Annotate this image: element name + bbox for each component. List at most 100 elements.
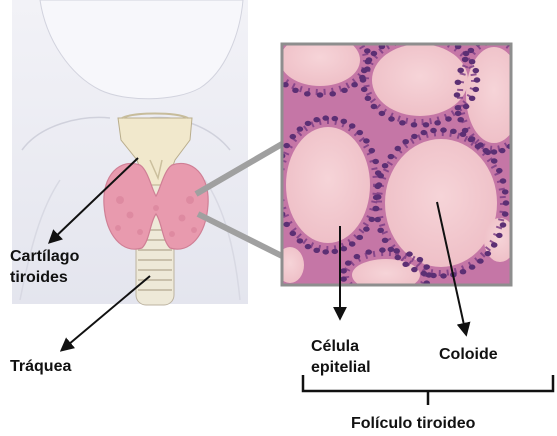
cell-nucleus — [423, 33, 430, 38]
cell-nucleus — [269, 66, 276, 71]
cell-nucleus — [411, 134, 418, 139]
cell-nucleus — [292, 27, 299, 32]
cell-nucleus — [520, 57, 527, 62]
cell-nucleus — [382, 163, 389, 168]
label-celula-line1: Célula — [311, 336, 371, 357]
cell-nucleus — [402, 139, 409, 144]
cell-nucleus — [454, 92, 461, 97]
cell-nucleus — [341, 27, 348, 32]
cell-nucleus — [373, 206, 380, 211]
cell-nucleus — [354, 291, 361, 296]
label-celula-line2: epitelial — [311, 357, 371, 378]
cell-nucleus — [283, 222, 290, 227]
cell-nucleus — [500, 222, 507, 227]
cell-nucleus — [332, 249, 339, 254]
cell-nucleus — [469, 136, 476, 141]
cell-nucleus — [357, 130, 364, 135]
cell-nucleus — [460, 269, 467, 274]
cell-nucleus — [406, 293, 413, 298]
cell-nucleus — [341, 119, 348, 124]
cell-nucleus — [395, 146, 402, 151]
cell-nucleus — [469, 59, 476, 64]
cell-nucleus — [377, 228, 384, 233]
follicle-bracket — [303, 375, 553, 405]
label-cartilago-line1: Cartílago — [10, 246, 79, 267]
cell-nucleus — [322, 115, 329, 120]
cell-nucleus — [455, 80, 462, 85]
cell-nucleus — [329, 24, 336, 29]
cell-nucleus — [411, 267, 418, 272]
cell-nucleus — [317, 92, 324, 97]
cell-nucleus — [502, 211, 509, 216]
cell-nucleus — [274, 188, 281, 193]
cell-nucleus — [499, 37, 506, 42]
cell-nucleus — [483, 37, 490, 42]
cell-nucleus — [460, 132, 467, 137]
cell-nucleus — [402, 262, 409, 267]
cell-nucleus — [341, 246, 348, 251]
cell-nucleus — [365, 249, 372, 254]
cell-nucleus — [373, 195, 380, 200]
cell-nucleus — [502, 189, 509, 194]
cell-nucleus — [457, 68, 464, 73]
cell-nucleus — [406, 251, 413, 256]
cell-nucleus — [417, 288, 424, 293]
cell-nucleus — [473, 68, 480, 73]
cell-nucleus — [496, 233, 503, 238]
cell-nucleus — [485, 251, 492, 256]
cell-nucleus — [345, 260, 352, 265]
cell-nucleus — [388, 116, 395, 121]
cell-nucleus — [457, 117, 464, 122]
cell-nucleus — [341, 88, 348, 93]
cell-nucleus — [361, 68, 368, 73]
cell-nucleus — [491, 242, 498, 247]
label-coloide: Coloide — [439, 344, 498, 365]
cell-nucleus — [290, 134, 297, 139]
cell-nucleus — [354, 254, 361, 259]
cell-nucleus — [313, 117, 320, 122]
cell-nucleus — [292, 88, 299, 93]
cell-nucleus — [283, 143, 290, 148]
cell-nucleus — [351, 82, 358, 87]
cell-nucleus — [374, 184, 381, 189]
cell-nucleus — [423, 264, 430, 269]
cell-nucleus — [399, 35, 406, 40]
cell-nucleus — [282, 33, 289, 38]
cell-nucleus — [365, 96, 372, 101]
cell-nucleus — [474, 77, 481, 82]
cell-nucleus — [382, 238, 389, 243]
cell-nucleus — [305, 121, 312, 126]
label-foliculo-tiroideo: Folículo tiroideo — [351, 413, 475, 434]
cell-nucleus — [369, 217, 376, 222]
cell-nucleus — [363, 226, 370, 231]
cell-nucleus — [496, 168, 503, 173]
cell-nucleus — [332, 116, 339, 121]
cell-nucleus — [393, 297, 400, 302]
cell-nucleus — [371, 51, 378, 56]
micrograph — [268, 22, 535, 302]
cell-nucleus — [503, 200, 510, 205]
cell-nucleus — [304, 91, 311, 96]
cell-nucleus — [421, 130, 428, 135]
cell-nucleus — [357, 235, 364, 240]
cell-nucleus — [445, 116, 452, 121]
cell-nucleus — [290, 231, 297, 236]
label-traquea: Tráquea — [10, 356, 71, 377]
cell-nucleus — [426, 272, 433, 277]
cell-nucleus — [477, 258, 484, 263]
cell-nucleus — [365, 59, 372, 64]
cell-nucleus — [514, 137, 521, 142]
cell-nucleus — [363, 138, 370, 143]
cell-nucleus — [450, 129, 457, 134]
cell-nucleus — [524, 68, 531, 73]
cell-nucleus — [417, 257, 424, 262]
cell-nucleus — [491, 35, 498, 40]
cell-nucleus — [365, 295, 372, 300]
cell-nucleus — [322, 249, 329, 254]
cell-nucleus — [430, 128, 437, 133]
cell-nucleus — [469, 264, 476, 269]
cell-nucleus — [305, 244, 312, 249]
cell-nucleus — [440, 127, 447, 132]
cell-nucleus — [477, 142, 484, 147]
cell-nucleus — [379, 111, 386, 116]
